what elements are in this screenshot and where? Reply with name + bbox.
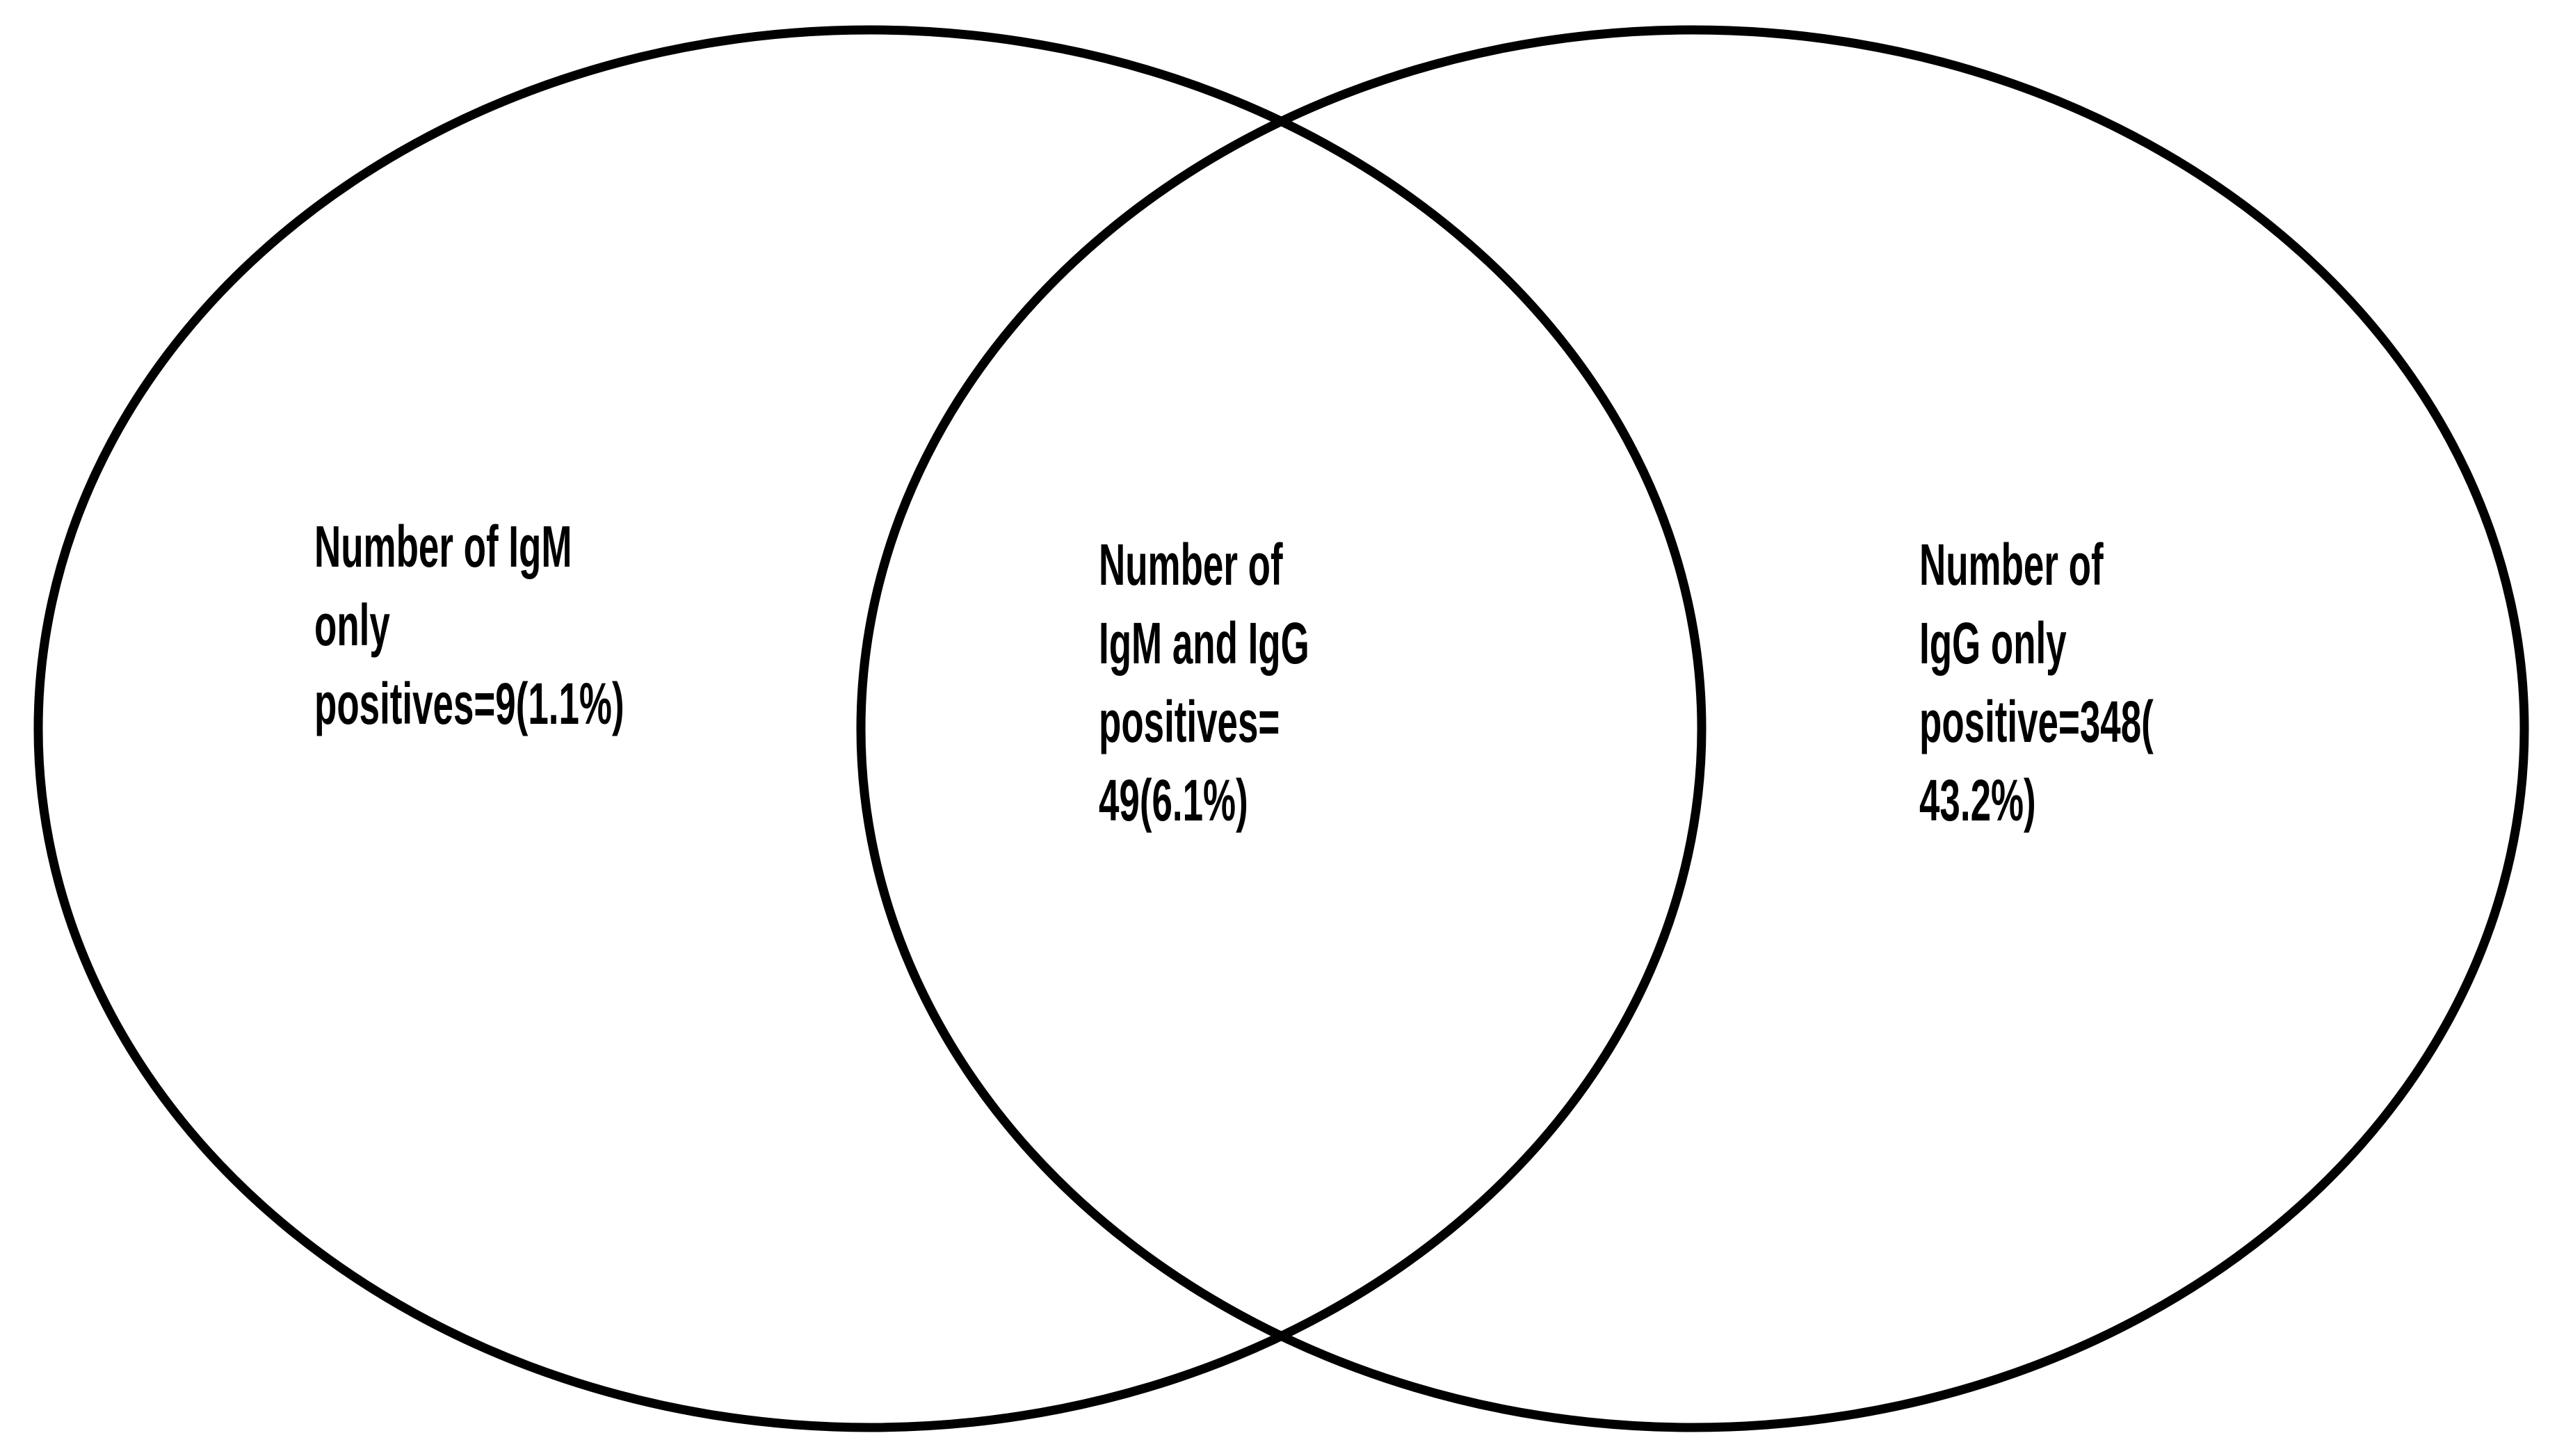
igm-only-label: Number of IgM only positives=9(1.1%) xyxy=(314,514,624,736)
left-circle-outline xyxy=(33,25,1707,1432)
igm-and-igg-overlap-label: Number of IgM and IgG positives= 49(6.1%… xyxy=(1099,532,1309,833)
igg-only-label: Number of IgG only positive=348( 43.2%) xyxy=(1919,532,2154,833)
right-circle-outline xyxy=(856,25,2529,1432)
